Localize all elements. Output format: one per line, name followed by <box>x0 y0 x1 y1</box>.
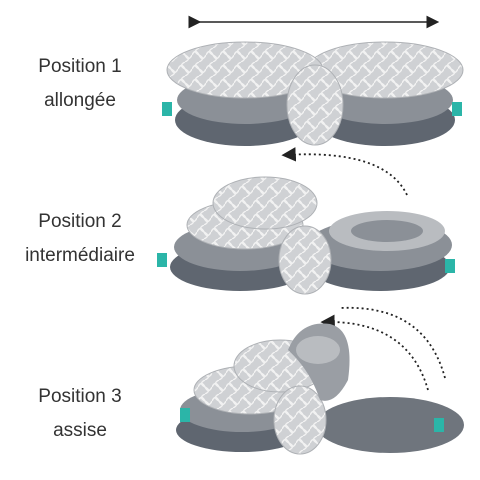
tag-icon <box>180 408 190 422</box>
double-curved-arrow <box>320 314 429 391</box>
pillow-flat-image <box>150 15 470 150</box>
position-2-subtitle: intermédiaire <box>25 245 135 266</box>
position-2-row: Position 2 intermédiaire <box>0 147 480 305</box>
tag-icon <box>452 102 462 116</box>
curved-arrow <box>281 147 408 196</box>
position-1-row: Position 1 allongée <box>0 15 480 170</box>
position-3-label: Position 3 assise <box>0 380 160 448</box>
tag-icon <box>162 102 172 116</box>
position-3-row: Position 3 assise <box>0 306 480 460</box>
tag-icon <box>434 418 444 432</box>
tag-icon <box>445 259 455 273</box>
tag-icon <box>157 253 167 267</box>
position-1-title: Position 1 <box>38 56 122 77</box>
pillow-raised-image <box>170 306 470 460</box>
position-1-subtitle: allongée <box>44 90 116 111</box>
position-1-label: Position 1 allongée <box>0 50 160 118</box>
position-3-subtitle: assise <box>53 420 107 441</box>
position-3-title: Position 3 <box>38 386 122 407</box>
pillow-half-raised-image <box>155 147 475 295</box>
position-2-title: Position 2 <box>38 211 122 232</box>
position-2-label: Position 2 intermédiaire <box>0 205 160 273</box>
